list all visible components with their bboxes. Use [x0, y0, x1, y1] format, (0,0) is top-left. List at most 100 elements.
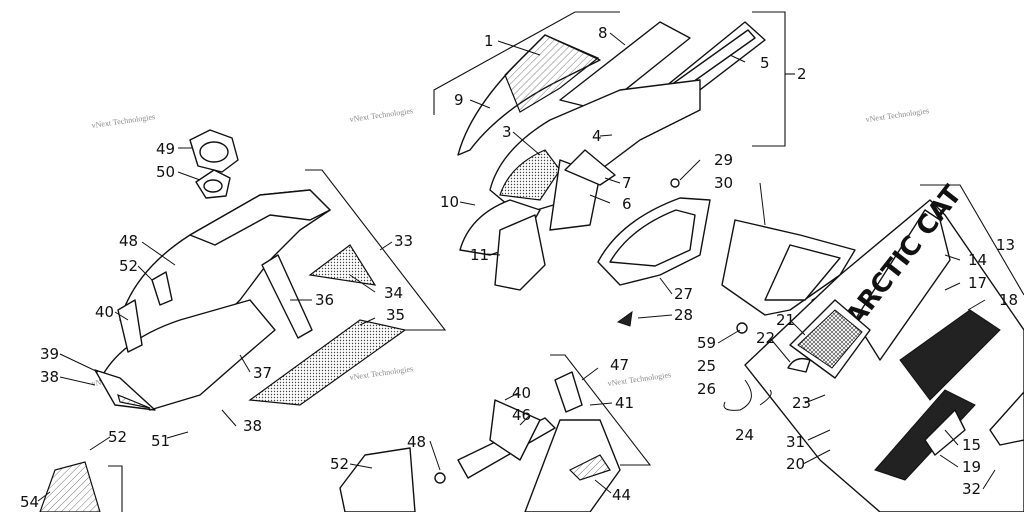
part-19-stripe	[874, 389, 976, 481]
callout-2: 2	[797, 65, 807, 83]
callout-10: 10	[440, 193, 459, 211]
callout-47: 47	[610, 356, 629, 374]
callout-14: 14	[968, 251, 987, 269]
brackets	[108, 11, 1024, 512]
callout-37: 37	[253, 364, 272, 382]
callout-7: 7	[622, 174, 632, 192]
callout-23: 23	[792, 394, 811, 412]
part-25-wire	[723, 379, 752, 411]
side-shield-assembly	[597, 178, 856, 327]
part-40-clip	[117, 299, 143, 353]
part-44-panel-shade	[568, 454, 611, 481]
bracket-13	[920, 184, 1024, 296]
callout-28: 28	[674, 306, 693, 324]
callout-4: 4	[592, 127, 602, 145]
part-14-panel-inner	[854, 209, 951, 361]
part-33-console	[119, 189, 331, 361]
callout-5: 5	[760, 54, 770, 72]
part-54-panel	[39, 461, 101, 512]
bracket-41	[550, 354, 652, 466]
callout-20: 20	[786, 455, 805, 473]
callout-19: 19	[962, 458, 981, 476]
callout-18: 18	[999, 291, 1018, 309]
leader-lines	[37, 32, 996, 502]
callout-24: 24	[735, 426, 754, 444]
callout-41: 41	[615, 394, 634, 412]
callout-17: 17	[968, 274, 987, 292]
callout-22: 22	[756, 329, 775, 347]
part-21-mesh	[797, 309, 863, 369]
callout-49: 49	[156, 140, 175, 158]
part-59-nut	[736, 322, 748, 334]
callout-numbers: 1 2 3 4 5 6 7 8 9 10 11 13 14 15 17 18 1…	[20, 24, 1018, 511]
part-47-bracket	[554, 371, 583, 413]
watermark-6: vNext Technologies	[349, 364, 414, 382]
bracket-53	[108, 465, 123, 512]
part-39-end	[94, 369, 156, 411]
callout-52c: 52	[330, 455, 349, 473]
callout-9: 9	[454, 91, 464, 109]
callout-51: 51	[151, 432, 170, 450]
callout-38a: 38	[40, 368, 59, 386]
callout-44: 44	[612, 486, 631, 504]
callout-30: 30	[714, 174, 733, 192]
callout-26: 26	[697, 380, 716, 398]
callout-8: 8	[598, 24, 608, 42]
callout-27: 27	[674, 285, 693, 303]
callout-3: 3	[502, 123, 512, 141]
callout-40b: 40	[512, 384, 531, 402]
part-39-end-shade	[117, 393, 151, 409]
callout-21: 21	[776, 311, 795, 329]
part-28-clip	[616, 310, 633, 327]
lower-center-assembly	[39, 371, 621, 512]
watermark-2: vNext Technologies	[349, 106, 414, 124]
watermark-4: vNext Technologies	[865, 106, 930, 124]
part-17-stripe	[899, 309, 1001, 401]
callout-31: 31	[786, 433, 805, 451]
callout-39: 39	[40, 345, 59, 363]
part-40-strip	[489, 399, 541, 461]
callout-52b: 52	[108, 428, 127, 446]
part-24-wire	[759, 389, 772, 406]
bracket-33	[305, 169, 447, 331]
part-30-vent-grille	[764, 244, 841, 301]
callout-48b: 48	[407, 433, 426, 451]
callout-25: 25	[697, 357, 716, 375]
callout-48a: 48	[119, 232, 138, 250]
part-22-grommet	[787, 357, 811, 373]
part-34-trim	[308, 244, 377, 286]
seat-assembly	[457, 21, 766, 291]
bracket-2	[752, 11, 786, 147]
callout-59: 59	[697, 334, 716, 352]
part-49-bezel-inner	[199, 141, 229, 163]
callout-13: 13	[996, 236, 1015, 254]
part-50-lens-inner	[203, 179, 223, 193]
part-15-vent	[924, 409, 966, 456]
part-48-clip	[151, 271, 173, 306]
part-48-grommet	[434, 472, 446, 484]
part-35-trim	[248, 319, 407, 406]
callout-1: 1	[484, 32, 494, 50]
callout-15: 15	[962, 436, 981, 454]
callout-54: 54	[20, 493, 39, 511]
callout-36: 36	[315, 291, 334, 309]
callout-50: 50	[156, 163, 175, 181]
part-7-strip	[564, 149, 616, 186]
part-52-panel	[339, 447, 416, 512]
callout-34: 34	[384, 284, 403, 302]
callout-6: 6	[622, 195, 632, 213]
part-11-panel	[494, 214, 546, 291]
callout-32: 32	[962, 480, 981, 498]
callout-46: 46	[512, 406, 531, 424]
part-18-trim	[989, 391, 1024, 446]
part-36-bracket	[261, 254, 313, 339]
callout-33: 33	[394, 232, 413, 250]
callout-29: 29	[714, 151, 733, 169]
part-33-console-top	[189, 189, 331, 246]
part-44-panel	[524, 419, 621, 512]
part-37-lower	[99, 299, 276, 411]
part-29-screw	[670, 178, 680, 188]
callout-35: 35	[386, 306, 405, 324]
callout-38b: 38	[243, 417, 262, 435]
